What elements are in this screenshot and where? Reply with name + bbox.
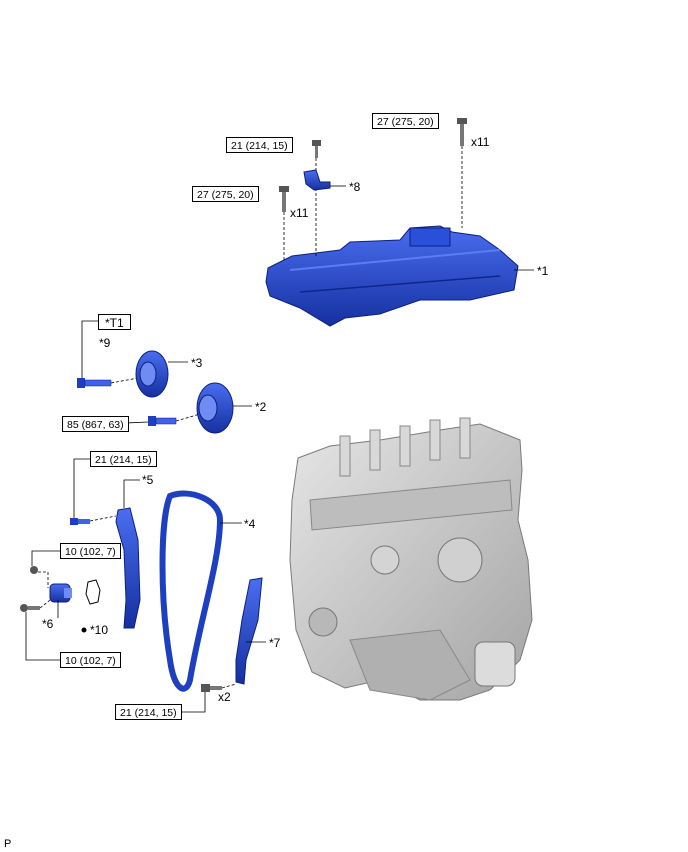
callout-9: *9 [99,336,111,350]
chain-tensioner-6 [49,583,72,603]
qty-cover-bolt-left: x11 [290,206,309,220]
guide-bolt [70,518,90,525]
callout-10: *10 [90,623,109,637]
torque-cover-bolt-top: 27 (275, 20) [372,113,439,129]
bracket-part [303,169,331,191]
cam-gear-2 [196,382,234,434]
tensioner-slipper-7 [235,577,263,685]
sprocket-bolt-2 [148,416,177,426]
sprocket-bolt-9 [77,378,112,388]
tool-t1-label: *T1 [98,314,131,330]
callout-3: *3 [191,356,203,370]
timing-chain-4 [159,490,224,692]
cylinder-head-cover [265,225,519,327]
callout-1: *1 [537,264,549,278]
cam-gear-3 [135,350,169,398]
callout-5: *5 [142,473,154,487]
tensioner-nut [30,566,38,574]
cover-bolt-top [457,118,467,146]
callout-6: *6 [42,617,54,631]
bracket-bolt [312,140,321,158]
torque-sprocket-bolt: 85 (867, 63) [62,416,129,432]
cover-bolt-left [279,186,289,212]
callout-4: *4 [244,517,256,531]
gasket-10 [85,579,101,605]
torque-tensioner-nut: 10 (102, 7) [60,543,121,559]
callout-8: *8 [349,180,361,194]
torque-tensioner-bolt: 10 (102, 7) [60,652,121,668]
callout-2: *2 [255,400,267,414]
qty-slipper-bolt: x2 [218,690,231,704]
torque-bracket-bolt: 21 (214, 15) [226,137,293,153]
engine-block [289,417,533,701]
torque-cover-bolt-left: 27 (275, 20) [192,186,259,202]
callout-7: *7 [269,636,281,650]
torque-guide-bolt: 21 (214, 15) [90,451,157,467]
slipper-bolt [201,684,222,692]
tensioner-bolt [20,604,40,612]
qty-cover-bolt-top: x11 [471,135,490,149]
figure-code: P [4,838,12,850]
chain-guide-5 [115,507,141,629]
sealant-dot [81,627,87,633]
torque-slipper-bolt: 21 (214, 15) [115,704,182,720]
